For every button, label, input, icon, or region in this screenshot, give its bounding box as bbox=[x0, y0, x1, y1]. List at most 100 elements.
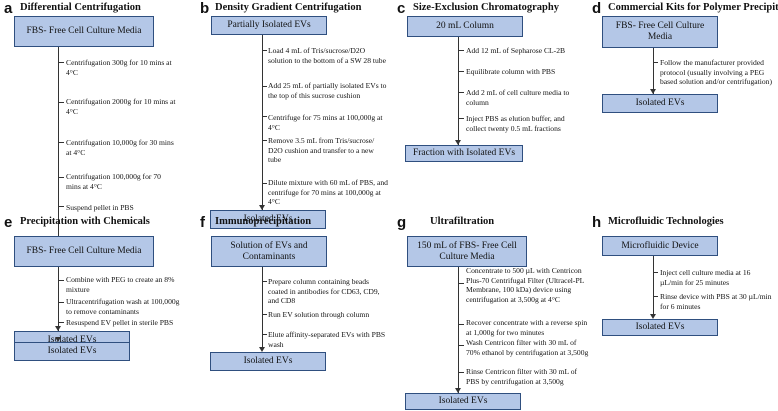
step-text: Resuspend EV pellet in sterile PBS bbox=[66, 318, 174, 327]
panel-letter: f bbox=[200, 214, 205, 231]
flow-tick bbox=[58, 62, 64, 63]
flow-tick bbox=[262, 86, 267, 87]
flow-line bbox=[653, 48, 654, 94]
end-box: Isolated EVs bbox=[14, 342, 130, 361]
arrow-head bbox=[55, 337, 61, 342]
flow-tick bbox=[458, 92, 464, 93]
step-text: Add 25 mL of partially isolated EVs to t… bbox=[268, 81, 387, 100]
flow-tick bbox=[653, 272, 658, 273]
step-text: Inject PBS as elution buffer, and collec… bbox=[466, 114, 565, 133]
start-box: FBS- Free Cell Culture Media bbox=[602, 16, 718, 48]
flow-tick bbox=[262, 281, 267, 282]
start-box: Microfluidic Device bbox=[602, 236, 718, 256]
start-box: Solution of EVs and Contaminants bbox=[211, 236, 327, 267]
step-text: Recover concentrate with a reverse spin … bbox=[466, 318, 588, 337]
panel-title: Immunoprecipitation bbox=[215, 216, 312, 227]
flow-tick bbox=[58, 142, 64, 143]
end-box: Isolated EVs bbox=[210, 352, 326, 371]
step-text: Concentrate to 500 µL with Centricon Plu… bbox=[466, 266, 585, 304]
arrow-head bbox=[650, 314, 656, 319]
step-text: Load 4 mL of Tris/sucrose/D2O solution t… bbox=[268, 46, 386, 65]
arrow-head bbox=[259, 347, 265, 352]
flow-tick bbox=[262, 140, 267, 141]
arrow-head bbox=[455, 388, 461, 393]
flow-tick bbox=[58, 322, 64, 323]
flow-tick bbox=[262, 334, 267, 335]
step-text: Run EV solution through column bbox=[268, 310, 370, 319]
end-box: Isolated EVs bbox=[210, 210, 326, 229]
panel-title: Size-Exclusion Chromatography bbox=[413, 2, 559, 13]
arrow-head bbox=[259, 205, 265, 210]
end-box: Isolated EVs bbox=[602, 319, 718, 336]
start-box: 20 mL Column bbox=[407, 16, 523, 37]
panel-title: Density Gradient Centrifugation bbox=[215, 2, 362, 13]
step-text: Remove 3.5 mL from Tris/sucrose/ D2O cus… bbox=[268, 136, 375, 164]
panel-title: Ultrafiltration bbox=[430, 216, 495, 227]
step-text: Rinse device with PBS at 30 µL/min for 6… bbox=[660, 292, 772, 311]
step-text: Centrifugation 10,000g for 30 mins at 4°… bbox=[66, 138, 174, 157]
step-text: Centrifugation 300g for 10 mins at 4°C bbox=[66, 58, 172, 77]
panel-title: Microfluidic Technologies bbox=[608, 216, 724, 227]
flow-tick bbox=[458, 283, 464, 284]
flow-tick bbox=[458, 345, 464, 346]
panel-letter: b bbox=[200, 0, 210, 17]
flow-tick bbox=[262, 116, 267, 117]
step-text: Suspend pellet in PBS bbox=[66, 203, 134, 212]
flow-tick bbox=[458, 50, 464, 51]
step-text: Add 12 mL of Sepharose CL-2B bbox=[466, 46, 566, 55]
panel-letter: c bbox=[397, 0, 406, 17]
flow-line bbox=[262, 35, 263, 210]
panel-title: Precipitation with Chemicals bbox=[20, 216, 150, 227]
panel-letter: d bbox=[592, 0, 602, 17]
end-box: Isolated EVs bbox=[405, 393, 521, 410]
step-text: Equilibrate column with PBS bbox=[466, 67, 556, 76]
flow-tick bbox=[458, 118, 464, 119]
flow-line bbox=[262, 267, 263, 347]
flow-tick bbox=[262, 183, 267, 184]
step-text: Elute affinity-separated EVs with PBS wa… bbox=[268, 330, 386, 349]
arrow-head bbox=[650, 89, 656, 94]
panel-title: Commercial Kits for Polymer Precipitatio… bbox=[608, 2, 778, 13]
panel-letter: a bbox=[4, 0, 13, 17]
step-text: Rinse Centricon filter with 30 mL of PBS… bbox=[466, 367, 578, 386]
flow-tick bbox=[58, 280, 64, 281]
step-text: Add 2 mL of cell culture media to column bbox=[466, 88, 570, 107]
arrow-head bbox=[455, 140, 461, 145]
flow-tick bbox=[262, 50, 267, 51]
flow-tick bbox=[262, 314, 267, 315]
flow-line bbox=[458, 267, 459, 393]
flow-line bbox=[653, 256, 654, 316]
step-text: Centrifugation 2000g for 10 mins at 4°C bbox=[66, 97, 176, 116]
flow-tick bbox=[58, 177, 64, 178]
step-text: Combine with PEG to create an 8% mixture bbox=[66, 275, 175, 294]
start-box: 150 mL of FBS- Free Cell Culture Media bbox=[407, 236, 527, 267]
flow-line bbox=[58, 267, 59, 331]
end-box: Fraction with Isolated EVs bbox=[405, 145, 523, 162]
flow-tick bbox=[58, 302, 64, 303]
panel-letter: h bbox=[592, 214, 602, 231]
step-text: Dilute mixture with 60 mL of PBS, and ce… bbox=[268, 178, 388, 206]
panel-letter: e bbox=[4, 214, 13, 231]
flow-tick bbox=[653, 296, 658, 297]
flow-tick bbox=[58, 102, 64, 103]
step-text: Centrifugation 100,000g for 70 mins at 4… bbox=[66, 172, 161, 191]
start-box: Partially Isolated EVs bbox=[211, 16, 327, 35]
end-box: Isolated EVs bbox=[602, 94, 718, 113]
step-text: Ultracentrifugation wash at 100,000g to … bbox=[66, 297, 180, 316]
flow-tick bbox=[458, 372, 464, 373]
flow-tick bbox=[653, 62, 658, 63]
flow-line bbox=[58, 47, 59, 330]
step-text: Follow the manufacturer provided protoco… bbox=[660, 58, 772, 86]
panel-letter: g bbox=[397, 214, 407, 231]
step-text: Wash Centricon filter with 30 mL of 70% … bbox=[466, 338, 589, 357]
step-text: Inject cell culture media at 16 µL/min f… bbox=[660, 268, 751, 287]
panel-title: Differential Centrifugation bbox=[20, 2, 141, 13]
step-text: Centrifuge for 75 mins at 100,000g at 4°… bbox=[268, 113, 383, 132]
flow-tick bbox=[458, 324, 464, 325]
flow-line bbox=[458, 37, 459, 145]
start-box: FBS- Free Cell Culture Media bbox=[14, 236, 154, 267]
flow-tick bbox=[458, 71, 464, 72]
step-text: Prepare column containing beads coated i… bbox=[268, 277, 380, 305]
flow-tick bbox=[58, 206, 64, 207]
start-box: FBS- Free Cell Culture Media bbox=[14, 16, 154, 47]
